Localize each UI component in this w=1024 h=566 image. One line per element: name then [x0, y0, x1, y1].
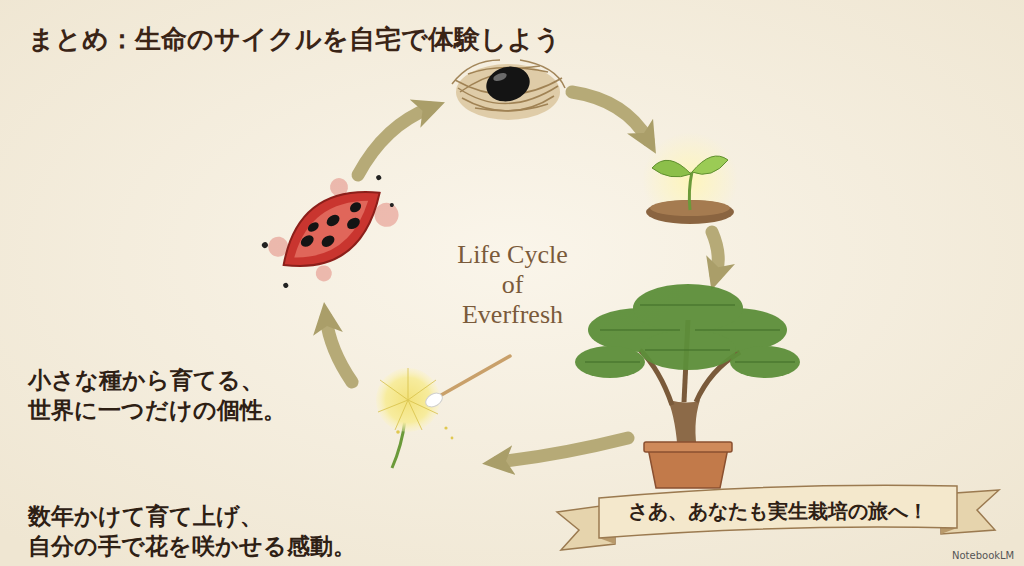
message-text: 小さな種から育てる、 世界に一つだけの個性。 — [28, 366, 388, 426]
message-text: 数年かけて育て上げ、 自分の手で花を咲かせる感動。 — [28, 502, 388, 562]
banner-text: さあ、あなたも実生栽培の旅へ！ — [628, 498, 928, 525]
center-caption: Life Cycle of Everfresh — [450, 240, 575, 330]
title: まとめ：生命のサイクルを自宅で体験しよう — [28, 22, 561, 57]
banner-ribbon: さあ、あなたも実生栽培の旅へ！ — [553, 472, 1003, 556]
watermark: NotebookLM — [952, 550, 1020, 561]
node-content: さあ、あなたも実生栽培の旅へ！ — [553, 472, 1003, 556]
